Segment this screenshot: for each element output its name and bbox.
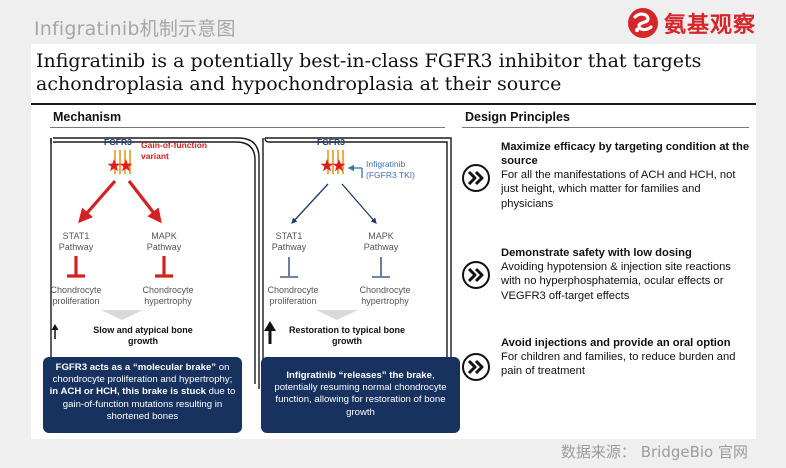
right-mapk-label: Pathway: [364, 242, 399, 252]
right-cell-membrane: [262, 137, 452, 428]
left-variant-label: variant: [141, 151, 169, 161]
left-funnel-icon: [101, 310, 143, 320]
right-panel: FGFR3 Infigratinib (FGFR3 TKI) STAT1 Pat…: [262, 137, 452, 428]
left-fgfr3-label: FGFR3: [104, 137, 132, 147]
left-box-text-2: due to gain-of-function mutations result…: [62, 386, 236, 422]
left-outcome-proliferation: proliferation: [52, 296, 99, 306]
principle-oral: Avoid injections and provide an oral opt…: [461, 336, 751, 406]
right-growth-big-arrow-icon: [264, 321, 276, 344]
left-stat1-label: STAT1: [63, 231, 90, 241]
left-outcome-proliferation: Chondrocyte: [50, 285, 101, 295]
headline-divider: [31, 103, 756, 105]
principles-section-title: Design Principles: [465, 110, 570, 124]
right-mutation-star-icon: [332, 159, 346, 172]
right-outcome-proliferation: proliferation: [269, 296, 316, 306]
principle-title: Maximize efficacy by targeting condition…: [501, 141, 750, 167]
drug-binding-arrow-icon: [347, 164, 363, 178]
right-explanation-box: Infigratinib “releases” the brake, poten…: [261, 357, 460, 433]
left-arrow-mapk: [127, 180, 162, 224]
right-stat1-label: STAT1: [276, 231, 303, 241]
left-outcome-hypertrophy: hypertrophy: [144, 296, 192, 306]
drug-label: Infigratinib: [366, 159, 405, 169]
left-mutation-star-icon: [107, 159, 121, 172]
left-outcome-hypertrophy: Chondrocyte: [142, 285, 193, 295]
brand-name: 氨基观察: [663, 13, 756, 38]
right-inhibit-stat1-icon: [280, 257, 298, 278]
principle-safety-text: Demonstrate safety with low dosing Avoid…: [501, 246, 753, 303]
right-mapk-label: MAPK: [368, 231, 394, 241]
left-receptor: [107, 150, 133, 174]
drug-label: (FGFR3 TKI): [366, 170, 415, 180]
principle-description: For all the manifestations of ACH and HC…: [501, 169, 736, 210]
principle-description: For children and families, to reduce bur…: [501, 351, 736, 378]
right-stat1-label: Pathway: [272, 242, 307, 252]
left-growth-label: growth: [128, 336, 158, 346]
right-growth-label: growth: [332, 336, 362, 346]
principles-section-divider: [462, 127, 749, 128]
mechanism-section-divider: [50, 127, 445, 128]
left-explanation-box: FGFR3 acts as a “molecular brake” on cho…: [43, 357, 242, 433]
left-inhibit-mapk-icon: [155, 256, 173, 278]
right-outcome-hypertrophy: hypertrophy: [361, 296, 409, 306]
right-box-text-1: , potentially resuming normal chondrocyt…: [274, 370, 447, 418]
double-chevron-right-icon: [462, 261, 490, 289]
principle-title: Demonstrate safety with low dosing: [501, 247, 692, 259]
double-chevron-right-icon: [462, 353, 490, 381]
data-source-caption: 数据来源： BridgeBio 官网: [560, 443, 748, 461]
left-growth-label: Slow and atypical bone: [93, 325, 193, 335]
slide-headline: Infigratinib is a potentially best-in-cl…: [36, 50, 702, 95]
right-arrow-stat1: [291, 183, 329, 224]
slide: Infigratinib is a potentially best-in-cl…: [31, 44, 756, 439]
left-mutation-star-icon: [119, 159, 133, 172]
left-growth-small-arrow-icon: [51, 324, 59, 339]
left-stat1-label: Pathway: [59, 242, 94, 252]
left-box-text-1: on chondrocyte proliferation and hypertr…: [52, 362, 233, 386]
right-mutation-star-icon: [320, 159, 334, 172]
mechanism-section-title: Mechanism: [53, 110, 122, 124]
principle-oral-text: Avoid injections and provide an oral opt…: [501, 336, 753, 379]
brand: 氨基观察: [626, 6, 756, 40]
left-arrow-stat1: [78, 179, 117, 224]
right-funnel-icon: [316, 310, 358, 320]
right-growth-label: Restoration to typical bone: [289, 325, 405, 335]
principle-efficacy-text: Maximize efficacy by targeting condition…: [501, 140, 753, 211]
principle-title: Avoid injections and provide an oral opt…: [501, 337, 731, 349]
right-receptor: [320, 150, 346, 174]
page-header: Infigratinib机制示意图 氨基观察: [0, 0, 786, 44]
right-arrow-mapk: [341, 183, 377, 224]
right-outcome-proliferation: Chondrocyte: [267, 285, 318, 295]
right-outcome-hypertrophy: Chondrocyte: [359, 285, 410, 295]
brand-logo-icon: [627, 8, 658, 38]
left-variant-label: Gain-of-function: [141, 140, 207, 150]
right-fgfr3-label: FGFR3: [317, 137, 345, 147]
principle-description: Avoiding hypotension & injection site re…: [501, 261, 731, 302]
principle-efficacy: Maximize efficacy by targeting condition…: [461, 140, 751, 220]
right-inhibit-mapk-icon: [372, 257, 390, 278]
left-mapk-label: MAPK: [151, 231, 177, 241]
left-box-strong-1: FGFR3 acts as a “molecular brake”: [55, 362, 217, 373]
left-mapk-label: Pathway: [147, 242, 182, 252]
principle-safety: Demonstrate safety with low dosing Avoid…: [461, 246, 751, 316]
page-title: Infigratinib机制示意图: [34, 18, 236, 40]
left-box-strong-2: in ACH or HCH, this brake is stuck: [49, 386, 207, 398]
right-box-strong-1: Infigratinib “releases” the brake: [286, 370, 432, 381]
double-chevron-right-icon: [462, 164, 490, 192]
left-inhibit-stat1-icon: [67, 256, 85, 278]
